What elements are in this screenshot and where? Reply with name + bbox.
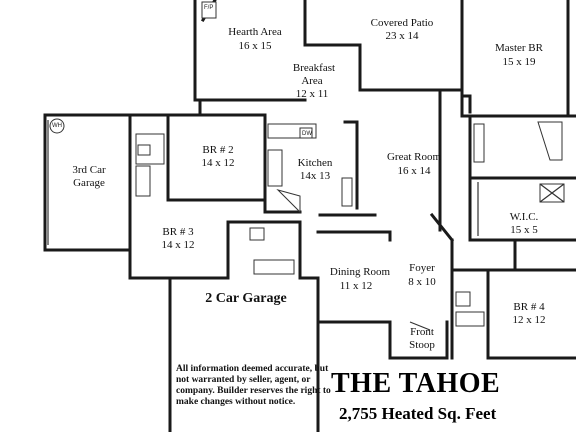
great-left-column bbox=[343, 120, 359, 210]
room-wic-name: W.I.C. bbox=[509, 211, 539, 223]
toilet2 bbox=[137, 144, 151, 156]
kitchen-island-corner bbox=[276, 189, 301, 214]
room-foyer-name: Foyer bbox=[409, 262, 435, 274]
front-door-swing bbox=[409, 321, 431, 331]
br4-walls bbox=[486, 268, 576, 360]
stoop-walls bbox=[388, 320, 449, 360]
room-kitchen-size: 14x 13 bbox=[299, 170, 331, 182]
room-stoop-name2: Stoop bbox=[409, 339, 435, 351]
br2-walls bbox=[166, 113, 267, 202]
dishwasher bbox=[299, 127, 313, 139]
room-br4-name: BR # 4 bbox=[513, 301, 545, 313]
room-garage2-name: 2 Car Garage bbox=[205, 291, 287, 306]
patio-wall-left bbox=[303, 0, 362, 47]
toilet3 bbox=[249, 227, 265, 241]
room-patio-name: Covered Patio bbox=[370, 17, 434, 29]
tub4 bbox=[455, 311, 485, 327]
room-wic-size: 15 x 5 bbox=[510, 224, 538, 236]
room-br4-size: 12 x 12 bbox=[512, 314, 546, 326]
room-patio-size: 23 x 14 bbox=[385, 30, 419, 42]
room-stoop-name: Front bbox=[410, 326, 434, 338]
kitchen-left-wall bbox=[263, 113, 302, 214]
room-hearth-name: Hearth Area bbox=[228, 26, 282, 38]
pantry bbox=[341, 177, 353, 207]
room-garage3-name2: Garage bbox=[73, 177, 105, 189]
plan-subtitle: 2,755 Heated Sq. Feet bbox=[339, 404, 497, 423]
room-br2-name: BR # 2 bbox=[202, 144, 234, 156]
room-br3-size: 14 x 12 bbox=[161, 239, 195, 251]
corner-tub bbox=[537, 121, 563, 161]
master-wall bbox=[460, 90, 576, 118]
master-door bbox=[460, 94, 472, 114]
disclaimer-text: All information deemed accurate, but not… bbox=[176, 364, 331, 407]
room-breakfast-size: 12 x 11 bbox=[295, 88, 329, 100]
vanity bbox=[473, 123, 485, 163]
room-hearth-size: 16 x 15 bbox=[238, 40, 272, 52]
room-master-size: 15 x 19 bbox=[502, 56, 536, 68]
great-bottom-right bbox=[429, 212, 455, 243]
fireplace-tag: F/P bbox=[204, 5, 214, 11]
fireplace-outline bbox=[201, 1, 217, 19]
br3-walls bbox=[128, 198, 230, 280]
shower-x bbox=[539, 183, 565, 203]
breakfast-wall bbox=[198, 98, 267, 117]
garage3-wall bbox=[43, 113, 132, 252]
room-great-size: 16 x 14 bbox=[397, 165, 431, 177]
room-foyer-size: 8 x 10 bbox=[408, 276, 436, 288]
plan-title: THE TAHOE bbox=[331, 368, 501, 399]
wic-wall bbox=[468, 176, 576, 242]
vanity3 bbox=[253, 259, 295, 275]
room-dining-size: 11 x 12 bbox=[339, 280, 373, 292]
room-great-name: Great Room bbox=[386, 151, 442, 163]
garage2-right bbox=[298, 276, 320, 432]
tub2 bbox=[135, 165, 151, 197]
water-heater bbox=[49, 118, 65, 134]
hearth-wall bbox=[193, 0, 307, 102]
room-br2-size: 14 x 12 bbox=[201, 157, 235, 169]
room-br3-name: BR # 3 bbox=[162, 226, 194, 238]
room-dining-name: Dining Room bbox=[329, 266, 391, 278]
room-garage3-name: 3rd Car bbox=[72, 164, 106, 176]
bath3-walls bbox=[226, 220, 302, 280]
toilet4 bbox=[455, 291, 471, 307]
room-kitchen-name: Kitchen bbox=[297, 157, 333, 169]
room-breakfast-name: Breakfast bbox=[292, 62, 336, 74]
room-master-name: Master BR bbox=[495, 42, 543, 54]
room-breakfast-name2: Area bbox=[301, 75, 323, 87]
patio-wall-bottom bbox=[358, 43, 464, 92]
water-heater-tag: WH bbox=[52, 123, 62, 129]
dishwasher-tag: DW bbox=[302, 131, 312, 137]
kitchen-counter-left bbox=[267, 149, 283, 187]
